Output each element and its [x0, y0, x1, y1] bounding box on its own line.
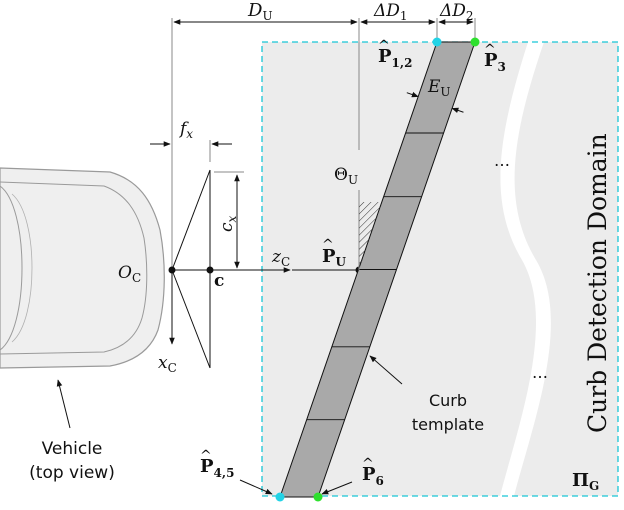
vehicle-pointer-arrow	[56, 379, 71, 429]
label-cx: cx	[217, 215, 239, 232]
hat-p3: ^	[484, 42, 496, 58]
label-delta-d1: ΔD1	[373, 1, 408, 23]
label-oc: OC	[118, 263, 141, 285]
marker-p6	[313, 492, 323, 502]
eu-arrow-right	[451, 107, 464, 114]
marker-p12	[432, 37, 442, 47]
hat-p45: ^	[200, 448, 212, 464]
vehicle-body-outer	[0, 167, 165, 369]
vehicle-hood-line	[11, 193, 33, 343]
label-c-point: c	[214, 271, 224, 291]
label-p6: P6	[362, 464, 384, 488]
hat-p12: ^	[378, 38, 390, 54]
marker-p3	[470, 37, 480, 47]
label-vehicle-line2: (top view)	[29, 463, 115, 483]
eu-width-indicator	[406, 91, 464, 114]
domain-white-band	[500, 42, 551, 496]
label-zc: zC	[271, 247, 290, 269]
label-curb-line1: Curb	[429, 391, 467, 410]
label-delta-d2: ΔD2	[439, 1, 474, 23]
label-pi-g: ΠG	[572, 470, 599, 493]
domain-title: Curb Detection Domain	[583, 133, 612, 433]
curb-segment-lines	[306, 132, 444, 421]
label-du: DU	[247, 0, 273, 23]
vehicle-top-view	[0, 167, 165, 369]
label-p45: P4,5	[200, 456, 234, 480]
p6-pointer-arrow	[321, 481, 353, 495]
label-theta-u: ΘU	[334, 165, 358, 187]
hat-pu: ^	[322, 237, 334, 253]
hat-p6: ^	[362, 456, 374, 472]
principal-point-dot	[206, 266, 214, 274]
ellipsis-top: …	[494, 151, 510, 170]
vehicle-windshield	[0, 185, 23, 351]
label-pu: PU	[322, 246, 347, 269]
label-vehicle-line1: Vehicle	[42, 439, 103, 459]
pointer-arrows	[56, 355, 403, 495]
marker-p45	[275, 492, 285, 502]
ellipsis-bottom: …	[532, 363, 548, 382]
dimension-lines	[171, 18, 476, 270]
camera-model	[150, 140, 363, 369]
domain-border	[261, 41, 619, 497]
optical-center-dot	[168, 266, 176, 274]
projection-ray-top	[171, 169, 211, 271]
projection-ray-bottom	[171, 269, 211, 369]
curb-pointer-arrow	[369, 355, 403, 385]
label-eu: EU	[427, 77, 451, 99]
label-fx: fx	[178, 119, 193, 141]
corner-markers	[275, 37, 480, 502]
label-p3: P3	[484, 50, 506, 74]
vehicle-body-inner	[0, 181, 148, 355]
label-curb-line2: template	[412, 415, 484, 434]
eu-arrow-left	[406, 91, 419, 98]
theta-angle-indicator	[358, 190, 383, 270]
label-p12: P1,2	[378, 46, 412, 70]
theta-hatch	[359, 201, 383, 270]
p45-pointer-arrow	[239, 479, 273, 495]
label-xc: xC	[158, 353, 177, 375]
